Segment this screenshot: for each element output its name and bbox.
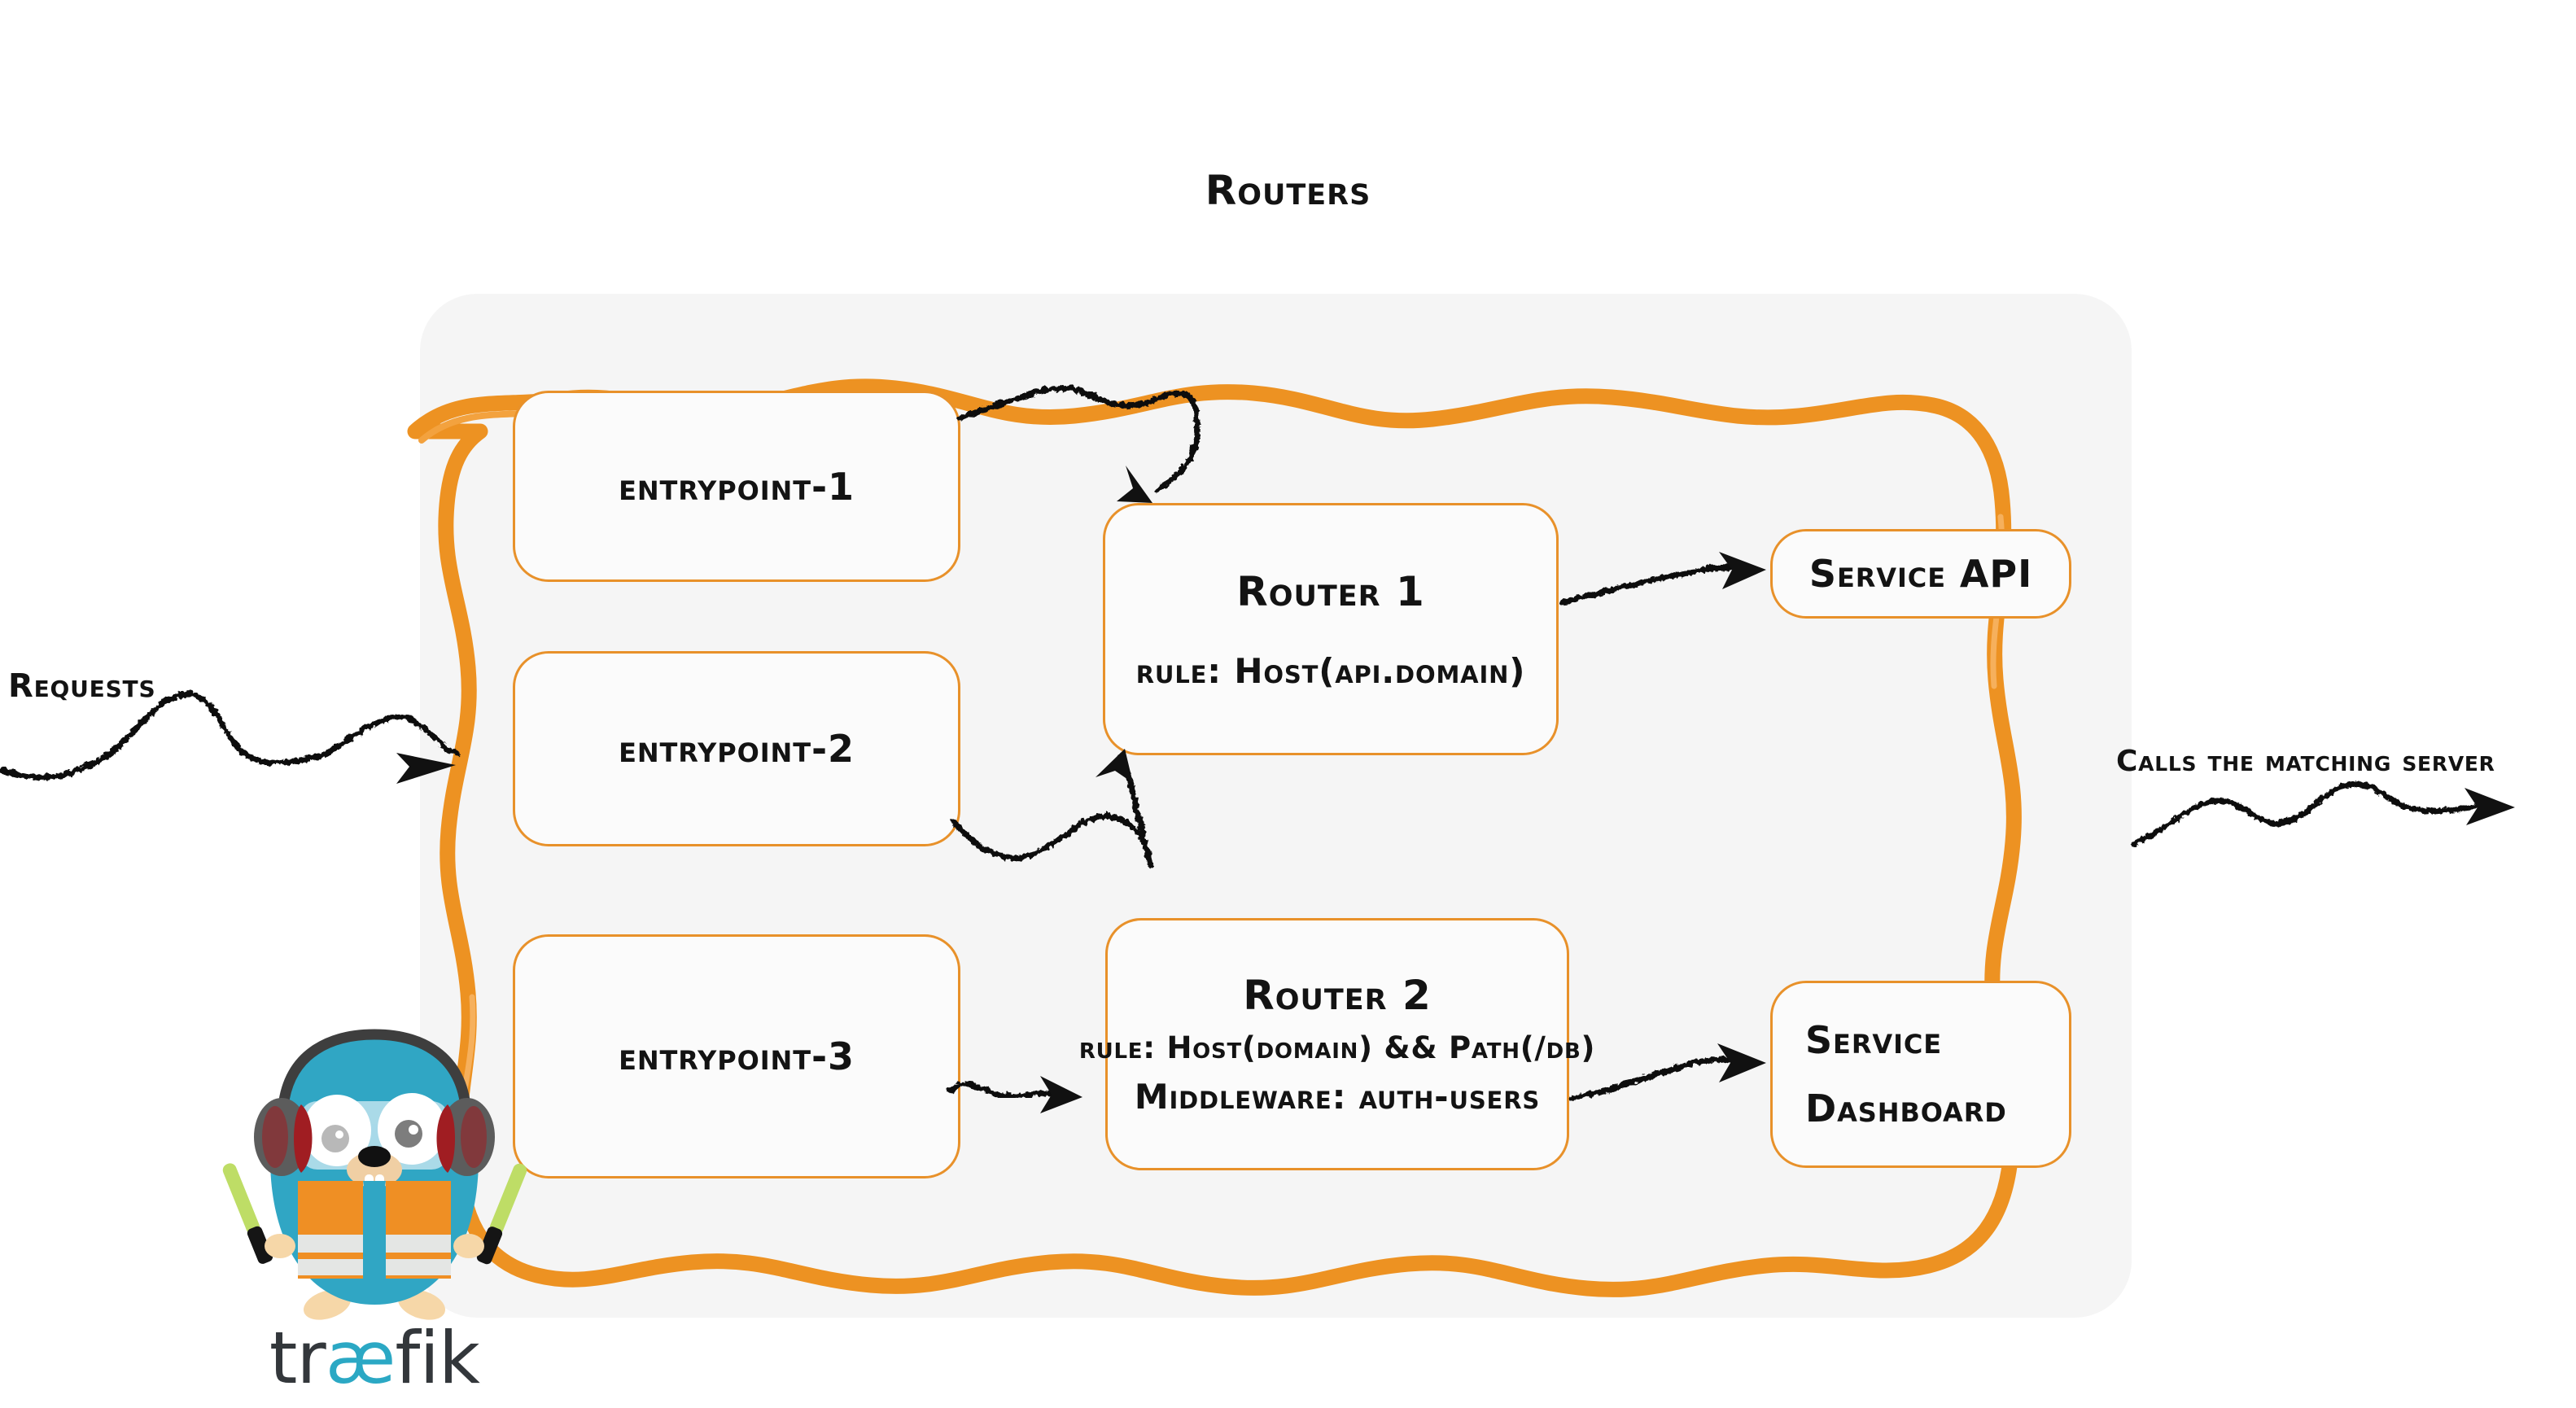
service-label-line1: Service: [1805, 1018, 1943, 1062]
wordmark-part1: tr: [269, 1316, 326, 1400]
router-rule: rule: Host(domain) && Path(/db): [1078, 1030, 1596, 1065]
entrypoint-label: entrypoint-3: [619, 1034, 855, 1078]
arrowhead-outgoing: [2464, 788, 2515, 825]
service-label: Service API: [1808, 552, 2033, 596]
wand-right-icon: [476, 1163, 527, 1265]
traefik-mascot: træfik: [220, 1021, 529, 1408]
router-box-2[interactable]: Router 2 rule: Host(domain) && Path(/db)…: [1079, 918, 1594, 1170]
wand-left-icon: [222, 1163, 273, 1264]
router-middleware: Middleware: auth-users: [1134, 1077, 1541, 1117]
router-title: Router 2: [1243, 972, 1432, 1019]
service-label-line2: Dashboard: [1805, 1087, 2007, 1130]
entrypoint-label: entrypoint-1: [619, 464, 855, 509]
entrypoint-box-2[interactable]: entrypoint-2: [513, 651, 960, 846]
entrypoint-label: entrypoint-2: [619, 727, 855, 771]
router-title: Router 1: [1236, 567, 1425, 615]
page-title: Routers: [1205, 167, 1371, 214]
service-box-api[interactable]: Service API: [1770, 529, 2071, 619]
entrypoint-box-3[interactable]: entrypoint-3: [513, 934, 960, 1178]
entrypoint-box-1[interactable]: entrypoint-1: [513, 391, 960, 582]
gopher-icon: [222, 1029, 527, 1320]
wordmark-ligature: æ: [325, 1316, 396, 1400]
router-box-1[interactable]: Router 1 rule: Host(api.domain): [1103, 503, 1559, 755]
arrow-outgoing: [2129, 779, 2486, 846]
wordmark-part2: fik: [395, 1316, 480, 1400]
router-rule: rule: Host(api.domain): [1135, 650, 1526, 691]
service-box-dashboard[interactable]: Service Dashboard: [1770, 981, 2071, 1168]
traefik-wordmark: træfik: [220, 1323, 529, 1394]
calls-matching-server-label: Calls the matching server: [2116, 745, 2495, 778]
requests-label: Requests: [8, 667, 156, 705]
